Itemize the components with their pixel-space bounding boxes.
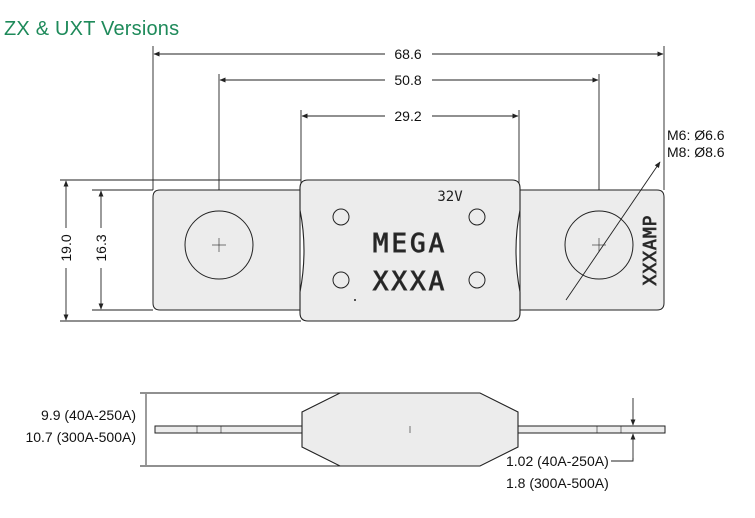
thickness-leader bbox=[611, 458, 634, 462]
body-brand-mark: MEGA bbox=[373, 229, 448, 259]
dim-body-label: 29.2 bbox=[394, 108, 421, 124]
body-rivet-top-right bbox=[468, 208, 486, 226]
side-thickness-label-2: 1.8 (300A-500A) bbox=[506, 475, 609, 491]
side-height-label-1: 9.9 (40A-250A) bbox=[41, 407, 136, 423]
hole-diameter-leader bbox=[565, 161, 661, 301]
body-rating-mark: XXXA bbox=[373, 267, 448, 297]
hole-note-m8: M8: Ø8.6 bbox=[667, 144, 725, 160]
page-title: ZX & UXT Versions bbox=[4, 18, 180, 40]
side-height-label-2: 10.7 (300A-500A) bbox=[25, 429, 136, 445]
dim-height-inner-label: 16.3 bbox=[93, 234, 109, 261]
body-dot-mark bbox=[354, 299, 356, 301]
body-voltage-mark: 32V bbox=[437, 189, 463, 205]
dim-overall-label: 68.6 bbox=[394, 46, 421, 62]
dim-height-outer-label: 19.0 bbox=[58, 234, 74, 261]
terminal-marking: XXXAMP bbox=[640, 214, 661, 285]
body-rivet-top-left bbox=[332, 208, 350, 226]
side-thickness-label-1: 1.02 (40A-250A) bbox=[506, 453, 609, 469]
body-rivet-bottom-left bbox=[332, 271, 350, 289]
hole-note-m6: M6: Ø6.6 bbox=[667, 127, 725, 143]
dim-hole-spacing-label: 50.8 bbox=[394, 72, 421, 88]
fuse-body bbox=[299, 179, 521, 322]
body-rivet-bottom-right bbox=[468, 271, 486, 289]
